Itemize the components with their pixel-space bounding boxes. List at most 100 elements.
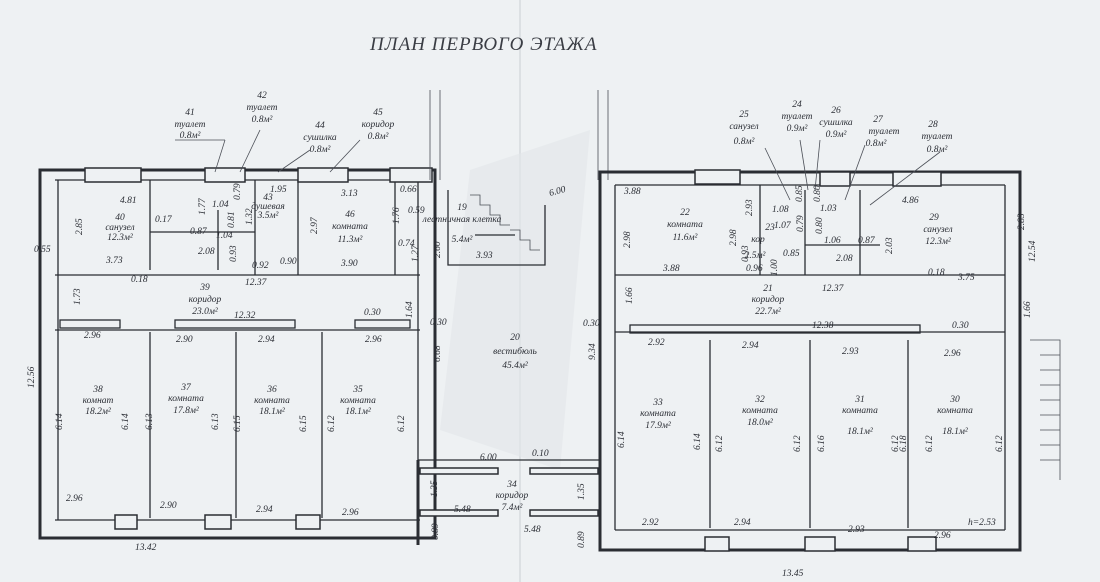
room-37-area: 17.8м² (173, 406, 199, 416)
dim-label: 0.30 (952, 321, 969, 331)
left-block-walls (38, 167, 437, 540)
room-42-name: туалет (247, 103, 278, 113)
dim-label: 1.73 (73, 288, 83, 305)
dim-label: 1.77 (198, 197, 208, 215)
dim-label: 0.79 (233, 183, 243, 200)
dim-label: 0.92 (252, 261, 269, 271)
room-32-number: 32 (754, 395, 765, 405)
dim-label: 0.96 (746, 264, 763, 274)
dim-label: 6.15 (299, 415, 309, 432)
dim-label: 0.80 (815, 217, 825, 234)
dim-label: 1.06 (824, 236, 841, 246)
dim-label: 2.83 (1017, 213, 1027, 230)
dim-label: 3.88 (662, 264, 680, 274)
dim-label: 4.81 (120, 196, 137, 206)
dim-label: 6.12 (397, 415, 407, 432)
dim-label: 0.18 (131, 275, 148, 285)
room-41-number: 41 (185, 108, 195, 118)
watermark (440, 130, 590, 470)
dim-label: 3.90 (340, 259, 358, 269)
room-32-name: комната (742, 406, 778, 416)
room-44-area: 0.8м² (310, 145, 331, 155)
room-38-number: 38 (92, 385, 103, 395)
room-41-area: 0.8м² (180, 131, 201, 141)
room-36-area: 18.1м² (259, 407, 285, 417)
dim-label: 12.38 (812, 321, 834, 331)
height-label: h=2.53 (968, 518, 996, 528)
dim-label: 2.94 (742, 341, 759, 351)
dim-label: 6.00 (548, 185, 567, 199)
dim-label: 3.73 (105, 256, 123, 266)
dim-label: 6.14 (617, 431, 627, 448)
dim-label: 0.93 (741, 245, 751, 262)
room-46-name: комната (332, 222, 368, 232)
room-19-name: лестничная клетка (422, 215, 502, 225)
room-25-area: 0.8м² (734, 137, 755, 147)
room-20-number: 20 (510, 333, 520, 343)
dim-label: 0.80 (813, 185, 823, 202)
room-25-number: 25 (739, 110, 749, 120)
room-21-name: коридор (752, 294, 785, 305)
room-46-number: 46 (345, 210, 355, 220)
dim-label: 12.56 (27, 366, 37, 388)
dim-label: 2.85 (75, 218, 85, 235)
dim-label: 2.98 (729, 229, 739, 246)
room-22-name: комната (667, 220, 703, 230)
dim-label: 1.03 (820, 204, 837, 214)
room-31-area: 18.1м² (847, 427, 873, 437)
dim-label: 3.13 (340, 189, 358, 199)
room-43-area: 3.5м² (257, 211, 279, 221)
dimension-labels: 4.81 2.85 0.55 0.17 0.87 1.77 1.04 1.04 … (27, 183, 1038, 579)
dim-label: 1.76 (392, 207, 402, 224)
dim-label: 2.08 (836, 254, 853, 264)
room-20-name: вестибюль (493, 346, 537, 357)
room-30-name: комната (937, 406, 973, 416)
dim-label: 1.35 (430, 480, 440, 497)
room-22-area: 11.6м² (673, 233, 698, 243)
dim-label: 4.86 (902, 196, 919, 206)
dim-label: 2.98 (623, 231, 633, 248)
right-block-walls (598, 169, 1061, 552)
dim-label: 0.74 (398, 239, 415, 249)
dim-label: 0.79 (796, 215, 806, 232)
dim-label: 0.30 (364, 308, 381, 318)
room-23-number: 23 (765, 223, 775, 233)
dim-label: 0.85 (795, 185, 805, 202)
room-42-area: 0.8м² (252, 115, 273, 125)
dim-label: 2.96 (84, 331, 101, 341)
dim-label: 0.89 (577, 531, 587, 548)
room-28-area: 0.8м² (927, 145, 948, 155)
dim-label: 2.96 (944, 349, 961, 359)
dim-label: 2.08 (198, 247, 215, 257)
dim-label: 2.92 (648, 338, 665, 348)
dim-label: 13.42 (135, 543, 157, 553)
dim-label: 2.94 (734, 518, 751, 528)
dim-label: 1.04 (216, 231, 233, 241)
dim-label: 2.03 (885, 237, 895, 254)
dim-label: 6.13 (145, 413, 155, 430)
room-29-number: 29 (929, 213, 939, 223)
dim-label: 6.12 (891, 435, 901, 452)
room-36-name: комната (254, 396, 290, 406)
room-24-number: 24 (792, 100, 802, 110)
dim-label: 2.93 (745, 199, 755, 216)
dim-label: 2.96 (66, 494, 83, 504)
room-29-name: санузел (923, 225, 952, 235)
room-labels: 40 санузел 12.3м² 41 туалет 0.8м² 42 туа… (83, 91, 974, 513)
room-30-number: 30 (949, 395, 960, 405)
room-20-area: 45.4м² (502, 361, 528, 371)
room-26-name: сушилка (819, 118, 853, 128)
dim-label: 6.14 (693, 433, 703, 450)
dim-label: 9.34 (588, 343, 598, 360)
room-23-name: кор (751, 235, 765, 245)
room-46-area: 11.3м² (338, 235, 363, 245)
dim-label: 12.37 (245, 278, 268, 288)
dim-label: 1.95 (270, 185, 287, 195)
room-41-name: туалет (175, 120, 206, 130)
leader-lines (175, 129, 941, 206)
room-31-number: 31 (854, 395, 865, 405)
room-35-number: 35 (352, 385, 363, 395)
center-block-walls (416, 90, 609, 545)
dim-label: 6.12 (715, 435, 725, 452)
room-24-area: 0.9м² (787, 124, 808, 134)
